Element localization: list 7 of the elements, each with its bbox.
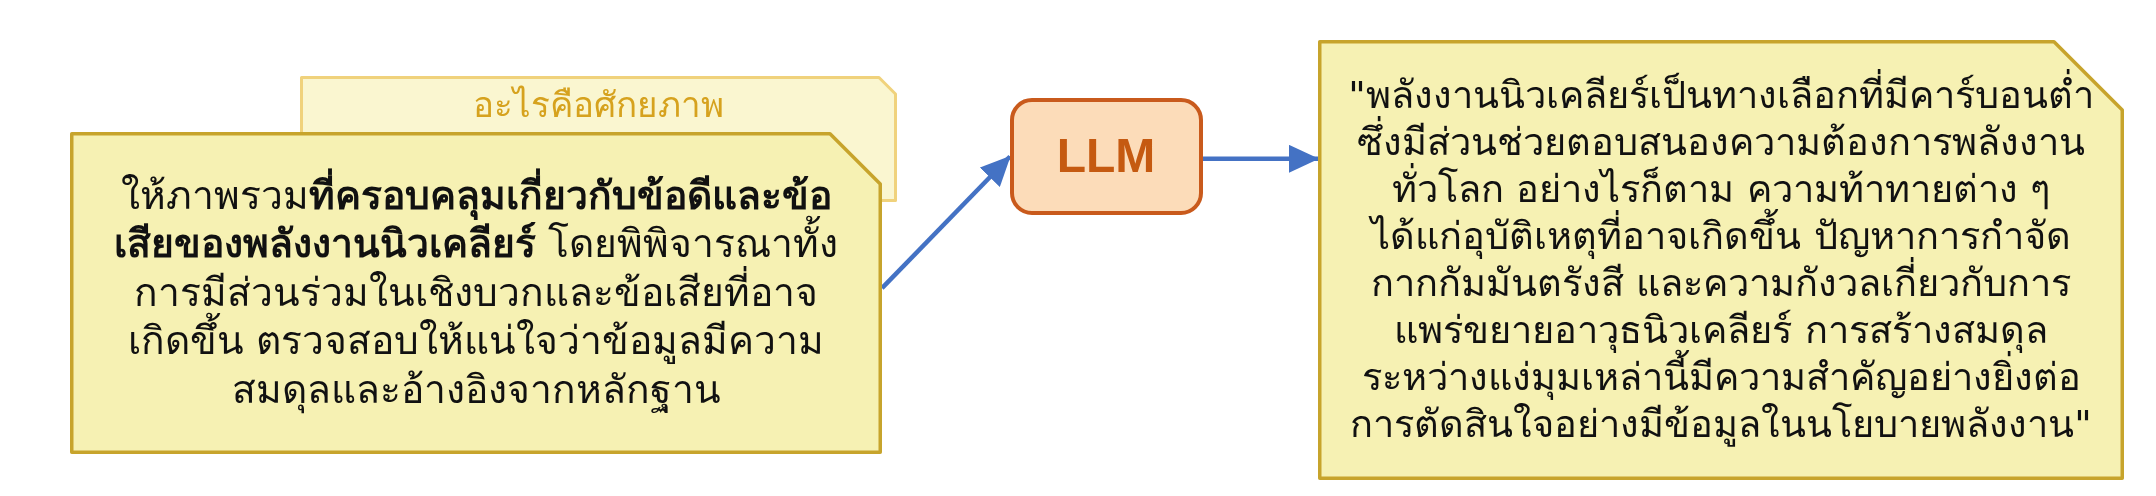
note-card (1318, 40, 2124, 480)
box-label: LLM (1056, 129, 1156, 183)
arrow (1203, 144, 1319, 173)
process-box (1010, 98, 1203, 215)
note-card (70, 132, 882, 454)
note-text: "พลังงานนิวเคลียร์เป็นทางเลือกที่มีคาร์บอนต่ำซึ่งมีส่วนช่วยตอบสนองความต้องการพลังงานทั่วโลก อย่างไรก็ตาม ความท้าทายต่าง ๆ ได้แก่อุบัติเหตุที่อาจเกิดขึ้น ปัญหาการกำจัดกากกัมมันตรังสี และความกังวลเกี่ยวกับการแพร่ขยายอาวุธนิวเคลียร์ การสร้างสมดุลระหว่างแง่มุมเหล่านี้มีความสำคัญอย่างยิ่งต่อการตัดสินใจอย่างมีข้อมูลในนโยบายพลังงาน" (1342, 71, 2100, 449)
note-text: อะไรคือศักยภาพ (473, 84, 724, 126)
